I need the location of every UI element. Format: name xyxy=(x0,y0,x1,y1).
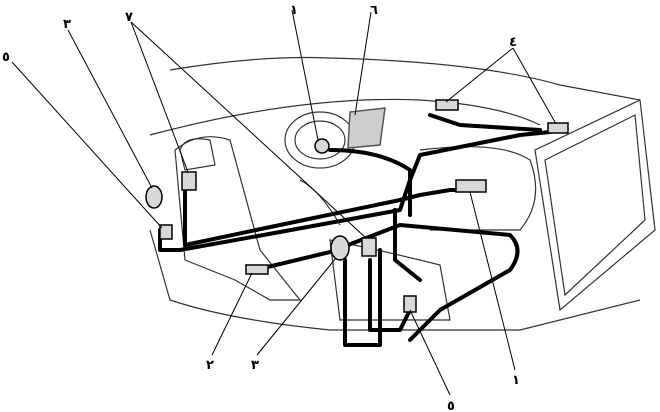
pretensioner-3a xyxy=(145,185,163,209)
callout-3-bottom: ٣ xyxy=(251,358,259,373)
callout-6: ٦ xyxy=(370,3,378,18)
buckle-5b xyxy=(403,295,417,313)
leader-lines xyxy=(11,9,557,396)
pretensioner-3b xyxy=(330,235,350,261)
sensor-4a xyxy=(435,99,459,111)
callout-2: ٢ xyxy=(206,358,214,373)
callout-5-top: ٥ xyxy=(2,50,10,65)
components xyxy=(145,99,569,313)
callout-1-top: ١ xyxy=(290,3,298,18)
instrument-cluster xyxy=(347,107,386,149)
module-7b xyxy=(361,237,377,257)
callout-7: ٧ xyxy=(125,10,133,25)
wiring-harness xyxy=(158,113,552,347)
car-body xyxy=(149,56,656,331)
callout-1-bottom: ١ xyxy=(512,373,520,388)
sensor-2 xyxy=(245,264,269,275)
steering-wheel xyxy=(284,111,356,169)
callout-3-top: ٣ xyxy=(63,17,71,32)
buckle-5a xyxy=(159,224,173,240)
seats xyxy=(174,136,451,321)
sensor-4b xyxy=(547,122,569,134)
module-1 xyxy=(455,179,487,193)
callout-4: ٤ xyxy=(509,35,517,50)
callout-5-bottom: ٥ xyxy=(447,399,455,412)
module-7a xyxy=(181,171,197,191)
